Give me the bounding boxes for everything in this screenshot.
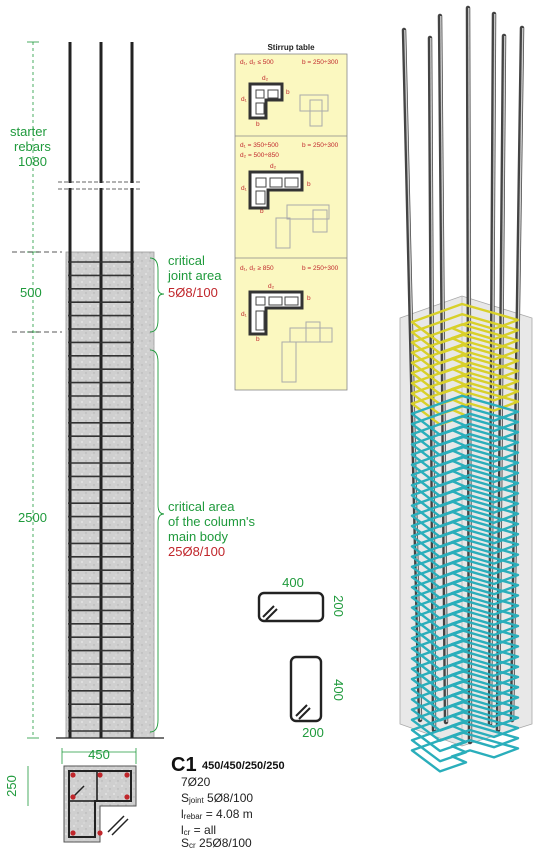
body-label-line1: critical area [168,499,235,514]
stirrup-lines [68,261,134,732]
body-dimension: 2500 [18,510,47,525]
stirrup-3d [410,721,520,763]
stirrup2-width: 200 [302,725,324,740]
table-title: Stirrup table [267,43,315,52]
joint-label-line1: critical [168,253,205,268]
row1-b2-label: b [256,121,260,128]
stirrup1-width: 400 [282,575,304,590]
joint-spec: 5Ø8/100 [168,285,218,300]
starter-label-line2: rebars [14,139,51,154]
s-joint-spec: Sjoint 5Ø8/100 [181,791,253,805]
row1-b: b = 250÷300 [302,59,339,66]
stirrup2-height: 400 [331,679,346,701]
rebar-3d-highlight [468,7,472,743]
row3-b: b = 250÷300 [302,265,339,272]
l-cr-spec: lcr = all [181,823,216,837]
stirrup1-height: 200 [331,595,346,617]
row3-d1-label: d₁ [241,311,248,318]
rebar-3d [465,5,473,745]
row1-condition: d₁, d₂ ≤ 500 [240,59,274,66]
row2-d1-label: d₁ [241,185,248,192]
row2-condition2: d₂ = 500÷850 [240,152,279,159]
row1-b-label: b [286,89,290,96]
row3-condition: d₁, d₂ ≥ 850 [240,265,274,272]
rebar-count: 7Ø20 [181,775,211,789]
row2-b2-label: b [260,208,264,215]
rebar-3d [437,13,449,725]
column-name: C1 [171,754,197,776]
row3-b2-label: b [256,336,260,343]
stirrup-3d [410,710,520,753]
column-elevation: starter rebars 1080 500 2500 critical jo… [10,41,256,739]
stirrup-vertical [289,655,323,723]
stirrup-details: 400 200 400 200 [257,575,346,740]
stirrup-table: Stirrup table d₁, d₂ ≤ 500 b = 250÷300 d… [234,43,348,391]
body-brace [149,349,165,733]
row1-d2-label: d₂ [262,75,269,82]
column-spec: C1 450/450/250/250 7Ø20 Sjoint 5Ø8/100 l… [171,754,285,849]
rebar-3d-highlight [498,35,506,731]
column-dimensions: 450/450/250/250 [202,760,285,772]
starter-length: 1080 [18,154,47,169]
joint-dimension: 500 [20,285,42,300]
section-width: 450 [88,747,110,762]
stirrups-3d [410,302,520,773]
row2-d2-label: d₂ [270,163,277,170]
body-spec: 25Ø8/100 [168,544,225,559]
rebar-3d [495,33,507,733]
joint-label-line2: joint area [167,268,222,283]
rebar-3d-highlight [440,15,448,723]
l-rebar-spec: lrebar = 4.08 m [181,807,253,821]
stirrup-3d [410,731,520,773]
row3-b-label: b [307,295,311,302]
body-label-line2: of the column's [168,514,256,529]
row1-d1-label: d₁ [241,96,248,103]
row2-condition1: d₁ = 350÷500 [240,142,279,149]
s-cr-spec: Scr 25Ø8/100 [181,836,252,849]
row3-d2-label: d₂ [268,283,275,290]
joint-brace [149,257,165,333]
row2-b-label: b [307,181,311,188]
column-3d-render [399,5,533,773]
stirrup-horizontal [257,591,325,623]
body-label-line3: main body [168,529,228,544]
column-section: 450 250 [4,747,137,843]
starter-label-line1: starter [10,124,48,139]
section-height: 250 [4,775,19,797]
row2-b: b = 250÷300 [302,142,339,149]
concrete-column [65,251,155,739]
